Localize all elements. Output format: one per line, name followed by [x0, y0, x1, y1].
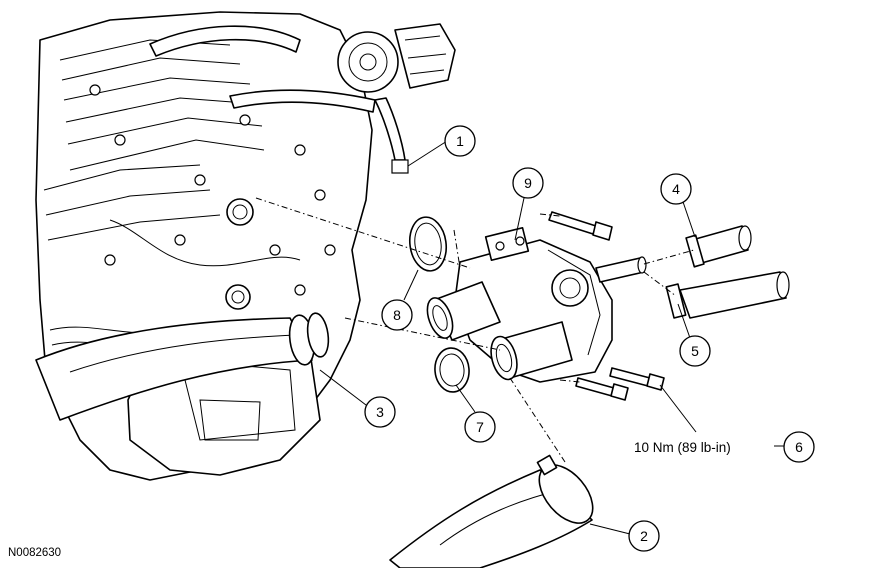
callout-5: 5	[679, 335, 711, 367]
callout-9-number: 9	[524, 175, 532, 191]
housing-bolt-lower-b-6	[609, 367, 665, 391]
housing-bolt-lower-a	[575, 377, 629, 401]
housing-bolt-upper	[548, 211, 613, 241]
callout-6-number: 6	[795, 439, 803, 455]
figure-id: N0082630	[8, 547, 61, 559]
callout-4: 4	[660, 173, 692, 205]
torque-spec-label: 10 Nm (89 lb-in)	[634, 440, 731, 455]
callout-2: 2	[628, 520, 660, 552]
radiator-hose-upper-2	[389, 454, 594, 568]
o-ring-8	[408, 216, 448, 272]
callout-5-number: 5	[691, 343, 699, 359]
callout-7-number: 7	[476, 419, 484, 435]
heater-hose-5	[665, 271, 790, 319]
callout-6: 6	[783, 431, 815, 463]
assembly-centerlines	[255, 197, 695, 463]
heater-hose-4	[685, 225, 752, 268]
callout-8-number: 8	[393, 307, 401, 323]
callout-2-number: 2	[640, 528, 648, 544]
callout-1: 1	[444, 125, 476, 157]
callout-4-number: 4	[672, 181, 680, 197]
callout-9: 9	[512, 167, 544, 199]
coolant-tube-1	[374, 97, 409, 174]
callout-3-number: 3	[376, 404, 384, 420]
callout-1-number: 1	[456, 133, 464, 149]
callout-8: 8	[381, 299, 413, 331]
thermostat-housing-9	[426, 226, 647, 383]
callout-3: 3	[364, 396, 396, 428]
o-ring-7	[434, 347, 470, 393]
callout-7: 7	[464, 411, 496, 443]
radiator-hose-lower-3	[35, 312, 330, 421]
